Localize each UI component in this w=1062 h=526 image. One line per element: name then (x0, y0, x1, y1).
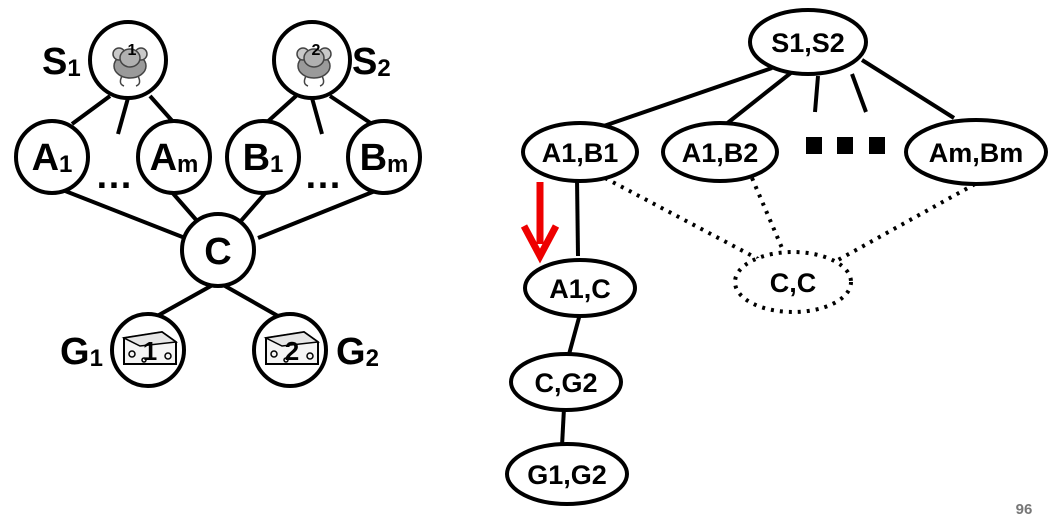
ellipsis-a: … (95, 155, 133, 197)
edge-s2-ellipsis (310, 97, 324, 135)
edge-a1b1-cc-dotted (604, 176, 761, 262)
node-ambm: Am,Bm (904, 118, 1048, 186)
g1-label: G1 (60, 331, 103, 373)
node-s1s2: S1,S2 (748, 8, 868, 76)
edge-root-ambm (860, 58, 956, 120)
ellipsis-b: … (304, 155, 342, 197)
s2-icon-number: 2 (312, 42, 321, 59)
edge-s1-a1 (70, 94, 112, 126)
svg-text:B1: B1 (243, 137, 284, 179)
node-g1: 1 G1 (60, 312, 186, 388)
right-graph: S1,S2 A1,B1 A1,B2 Am,Bm A1,C (505, 8, 1048, 506)
svg-text:Am: Am (150, 137, 199, 179)
node-b1: B1 (225, 119, 301, 195)
red-down-arrow-icon (520, 182, 560, 264)
edge-root-dots-2 (850, 73, 868, 113)
node-a1b2: A1,B2 (661, 121, 779, 183)
node-c: C (180, 212, 256, 288)
edge-c-g1 (149, 280, 219, 322)
node-g2: 2 G2 (252, 312, 379, 388)
node-bm: Bm (346, 119, 422, 195)
ellipsis-dots (806, 137, 885, 154)
g2-icon-number: 2 (285, 336, 299, 366)
left-graph: 1 S1 2 S2 A1 Am … B1 Bm (14, 20, 422, 388)
node-a1b1: A1,B1 (521, 121, 639, 183)
edge-c-g2 (217, 280, 286, 322)
node-a1c: A1,C (523, 258, 637, 318)
edge-s2-b1 (263, 94, 298, 126)
svg-text:A1: A1 (32, 137, 73, 179)
node-s2: 2 S2 (272, 20, 391, 100)
node-a1: A1 (14, 119, 90, 195)
node-am: Am (136, 119, 212, 195)
edge-b1-c (238, 188, 270, 224)
g1-icon-number: 1 (143, 336, 157, 366)
edge-a1b1-a1c (575, 177, 580, 257)
edge-a1-c (54, 185, 186, 240)
edge-a1c-cg2 (566, 313, 582, 359)
edge-root-a1b1 (597, 66, 773, 130)
left-edges (54, 94, 386, 322)
edge-ambm-cc-dotted (837, 182, 976, 262)
svg-text:Am,Bm: Am,Bm (929, 138, 1024, 168)
svg-text:G1,G2: G1,G2 (527, 460, 607, 490)
svg-text:A1,C: A1,C (549, 274, 611, 304)
edge-cg2-g1g2 (560, 407, 566, 447)
edge-s1-ellipsis (116, 97, 130, 135)
node-cg2: C,G2 (509, 352, 623, 412)
svg-text:S1,S2: S1,S2 (771, 28, 845, 58)
edge-s2-bm (328, 94, 374, 126)
edge-root-a1b2 (723, 70, 794, 127)
edge-am-c (168, 188, 200, 224)
s2-label: S2 (352, 41, 391, 83)
s1-label: S1 (42, 41, 81, 83)
edge-a1b2-cc-dotted (750, 177, 784, 249)
svg-text:Bm: Bm (360, 137, 409, 179)
svg-text:C,G2: C,G2 (534, 368, 597, 398)
svg-text:A1,B1: A1,B1 (542, 138, 619, 168)
s1-icon-number: 1 (128, 42, 137, 59)
edge-bm-c (257, 185, 386, 240)
svg-text:C,C: C,C (770, 268, 817, 298)
page-number: 96 (1016, 501, 1033, 518)
svg-text:A1,B2: A1,B2 (682, 138, 759, 168)
g2-label: G2 (336, 331, 379, 373)
svg-text:C: C (204, 231, 231, 273)
edge-root-dots-1 (813, 75, 820, 113)
node-g1g2: G1,G2 (505, 442, 629, 506)
node-s1: 1 S1 (42, 20, 168, 100)
node-cc: C,C (733, 250, 853, 314)
